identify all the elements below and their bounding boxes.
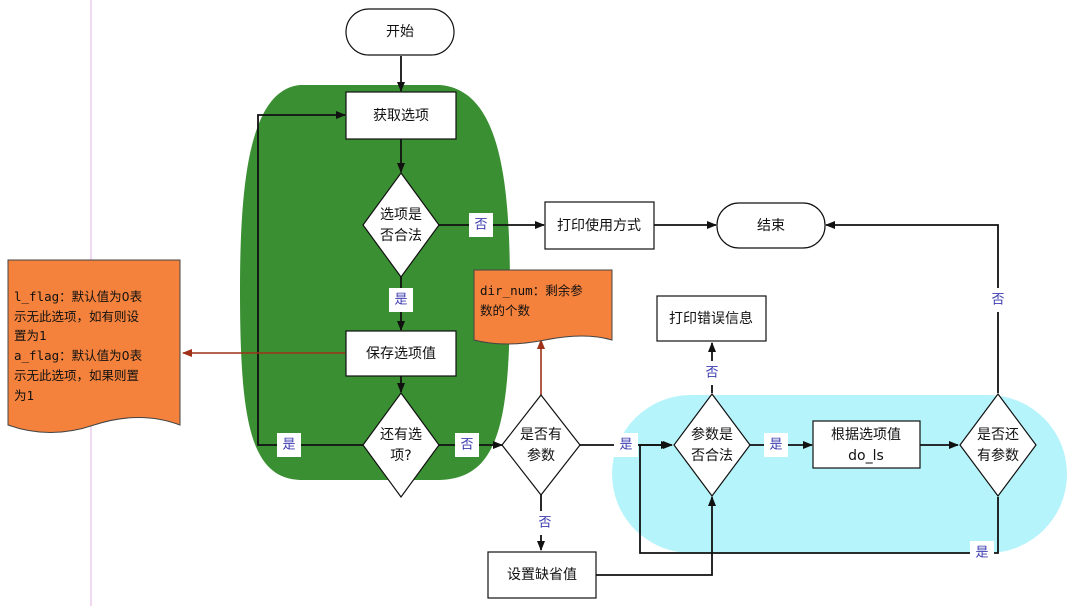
label-param-valid-yes: 是 bbox=[769, 438, 782, 453]
label-bg-more-options-no bbox=[455, 433, 479, 457]
option-valid-decision bbox=[362, 171, 440, 279]
param-valid-decision bbox=[673, 392, 751, 498]
label-bg-param-valid-yes bbox=[764, 433, 788, 457]
label-bg-more-params-yes bbox=[970, 541, 994, 565]
label-more-params-no: 否 bbox=[991, 293, 1004, 308]
label-bg-param-invalid-no bbox=[700, 361, 724, 385]
edge-labels: 否 是 是 否 是 否 否 是 否 是 bbox=[277, 213, 1010, 565]
has-params-label-line2: 参数 bbox=[527, 447, 555, 464]
label-bg-has-params-yes bbox=[614, 433, 638, 457]
set-default-label: 设置缺省值 bbox=[507, 567, 577, 583]
flags-note-line1: l_flag：默认值为0表 bbox=[14, 289, 143, 304]
flags-note-line5: 示无此选项，如果则置 bbox=[14, 368, 139, 383]
label-has-params-yes: 是 bbox=[619, 438, 632, 453]
flags-note-line4: a_flag：默认值为0表 bbox=[14, 348, 143, 363]
options-loop-region bbox=[240, 85, 510, 480]
param-valid-label-line1: 参数是 bbox=[691, 426, 733, 443]
flags-note-line6: 为1 bbox=[14, 388, 34, 403]
label-has-params-no: 否 bbox=[538, 516, 551, 531]
edge-default-param-valid bbox=[596, 496, 716, 576]
save-option-label: 保存选项值 bbox=[366, 346, 436, 362]
has-params-label-line1: 是否有 bbox=[520, 427, 562, 443]
more-params-label-line2: 有参数 bbox=[977, 447, 1019, 464]
label-more-options-no: 否 bbox=[460, 438, 473, 453]
flags-note-line2: 示无此选项，如有则设 bbox=[14, 309, 140, 324]
start-label: 开始 bbox=[386, 24, 414, 40]
more-params-label-line1: 是否还 bbox=[977, 427, 1019, 443]
label-option-invalid-no: 否 bbox=[474, 218, 487, 233]
dir-num-note-line1: dir_num：剩余参 bbox=[480, 283, 583, 298]
dir-num-note-line2: 数的个数 bbox=[480, 303, 531, 318]
do-ls-label-line1: 根据选项值 bbox=[831, 427, 901, 443]
label-param-invalid-no: 否 bbox=[705, 366, 718, 381]
do-ls-node bbox=[812, 420, 921, 469]
label-bg-has-params-no bbox=[533, 511, 557, 535]
option-valid-label-line1: 选项是 bbox=[380, 207, 422, 223]
start-node bbox=[345, 8, 455, 56]
more-options-label-line2: 项? bbox=[390, 448, 411, 464]
label-bg-option-no bbox=[469, 213, 493, 237]
set-default-node bbox=[487, 551, 597, 599]
label-bg-more-options-yes bbox=[277, 433, 301, 457]
dir-num-note bbox=[473, 269, 613, 345]
get-options-label: 获取选项 bbox=[373, 108, 429, 124]
print-error-label: 打印错误信息 bbox=[669, 310, 753, 327]
option-valid-label-line2: 否合法 bbox=[380, 228, 422, 244]
flags-note bbox=[7, 259, 181, 433]
more-params-decision bbox=[959, 392, 1037, 498]
more-options-decision bbox=[362, 391, 440, 499]
end-label: 结束 bbox=[757, 218, 785, 234]
label-more-options-yes: 是 bbox=[282, 438, 295, 453]
print-usage-label: 打印使用方式 bbox=[557, 217, 641, 234]
label-bg-option-yes bbox=[389, 288, 413, 312]
edge-more-options-loop bbox=[257, 111, 363, 446]
flags-note-line3: 置为1 bbox=[14, 328, 47, 343]
print-error-node bbox=[656, 295, 767, 342]
label-more-params-yes: 是 bbox=[975, 546, 988, 561]
more-options-label-line1: 还有选 bbox=[380, 427, 422, 443]
print-usage-node bbox=[544, 201, 655, 250]
label-bg-more-params-no bbox=[986, 288, 1010, 312]
do-ls-label-line2: do_ls bbox=[848, 448, 884, 464]
save-option-node bbox=[345, 330, 457, 377]
param-valid-label-line2: 否合法 bbox=[691, 448, 733, 464]
edge-more-params-loop bbox=[639, 441, 999, 554]
end-node bbox=[716, 202, 826, 249]
has-params-decision bbox=[501, 394, 581, 496]
edge-no-more-params-end bbox=[825, 221, 999, 393]
get-options-node bbox=[345, 91, 457, 140]
label-option-valid-yes: 是 bbox=[394, 293, 407, 308]
